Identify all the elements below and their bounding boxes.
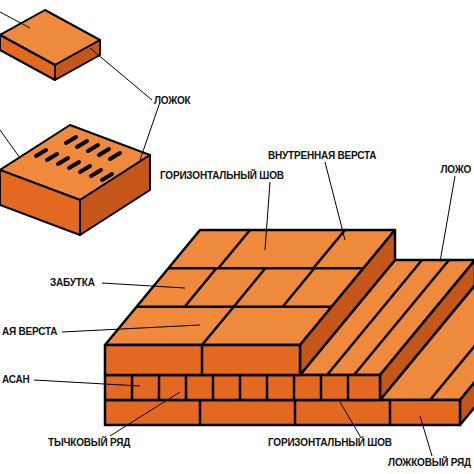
part-label: ВНУТРЕННАЯ ВЕРСТА (268, 150, 376, 162)
part-label: ТЫЧКОВЫЙ РЯД (48, 437, 130, 449)
brick-holes (36, 137, 120, 180)
part-label: ГОРИЗОНТАЛЬНЫЙ ШОВ (268, 437, 392, 449)
part-label: АСАН (2, 374, 30, 386)
part-label: ГОРИЗОНТАЛЬНЫЙ ШОВ (160, 170, 284, 182)
part-label: АЯ ВЕРСТА (2, 326, 57, 338)
part-label: ЛОЖКОВЫЙ РЯД (388, 457, 471, 469)
part-label: ЗАБУТКА (50, 277, 95, 289)
part-label: ЛОЖО (440, 164, 471, 176)
loose-bricks (0, 10, 150, 235)
leader-lines (0, 12, 455, 456)
part-label: ЛОЖОК (154, 95, 190, 107)
